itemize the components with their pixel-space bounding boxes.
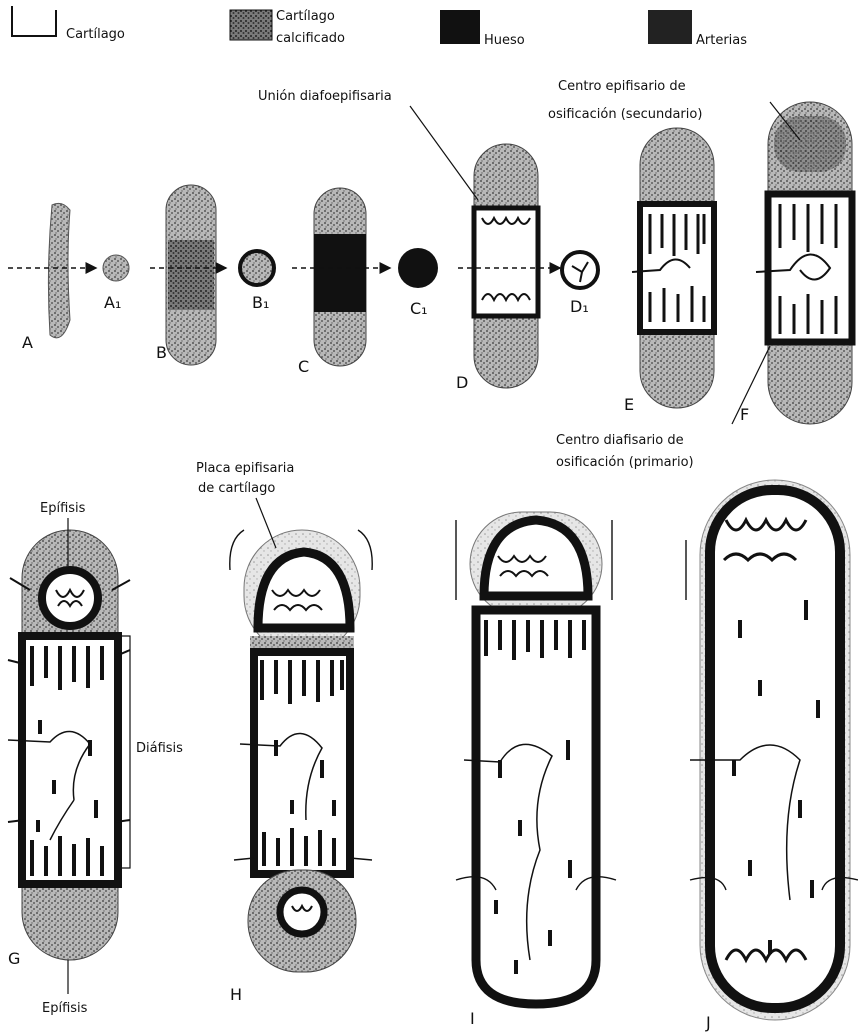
annotation-centro-epifisario-1: Centro epifisario de (558, 79, 686, 94)
legend-arteries-label: Arterias (696, 33, 747, 48)
legend-bone-label: Hueso (484, 33, 525, 48)
stage-h: H (230, 530, 372, 1004)
annotation-epifisis-top: Epífisis (40, 501, 86, 516)
label-a1: A₁ (104, 293, 121, 312)
stage-j: J (686, 480, 858, 1032)
stage-d: D D₁ (456, 144, 598, 392)
annotation-diafisis: Diáfisis (136, 741, 183, 756)
legend-cartilage-label: Cartílago (66, 27, 125, 42)
label-b1: B₁ (252, 293, 269, 312)
stage-a: A A₁ (8, 203, 129, 352)
label-g: G (8, 949, 20, 968)
stage-e: E (624, 128, 714, 414)
label-f: F (740, 405, 749, 424)
label-d1: D₁ (570, 297, 589, 316)
label-e: E (624, 395, 634, 414)
annotation-centro-diafisario-2: osificación (primario) (556, 455, 694, 470)
annotation-placa-1: Placa epifisaria (196, 461, 294, 476)
legend: Cartílago Cartílago calcificado Hueso Ar… (12, 6, 747, 48)
annotation-centro-epifisario-2: osificación (secundario) (548, 107, 702, 122)
legend-calcified-label-2: calcificado (276, 31, 345, 46)
annotation-centro-diafisario-1: Centro diafisario de (556, 433, 684, 448)
label-c1: C₁ (410, 299, 428, 318)
label-j: J (705, 1013, 711, 1032)
stage-f: F (740, 102, 852, 424)
label-b: B (156, 343, 167, 362)
annotation-placa-2: de cartílago (198, 481, 275, 496)
stage-b: B B₁ (150, 185, 274, 365)
legend-calcified-label-1: Cartílago (276, 9, 335, 24)
label-i: I (470, 1009, 475, 1028)
label-c: C (298, 357, 309, 376)
stage-c: C C₁ (292, 188, 438, 376)
legend-calcified-swatch (230, 10, 272, 40)
stage-i: I (456, 512, 616, 1028)
legend-arteries-swatch (648, 10, 692, 44)
annotation-epifisis-bottom: Epífisis (42, 1001, 88, 1016)
legend-bone-swatch (440, 10, 480, 44)
annotation-union: Unión diafoepifisaria (258, 89, 392, 104)
label-h: H (230, 985, 242, 1004)
label-a: A (22, 333, 33, 352)
stage-g: G (8, 530, 130, 968)
legend-cartilage-swatch (12, 6, 56, 36)
label-d: D (456, 373, 468, 392)
